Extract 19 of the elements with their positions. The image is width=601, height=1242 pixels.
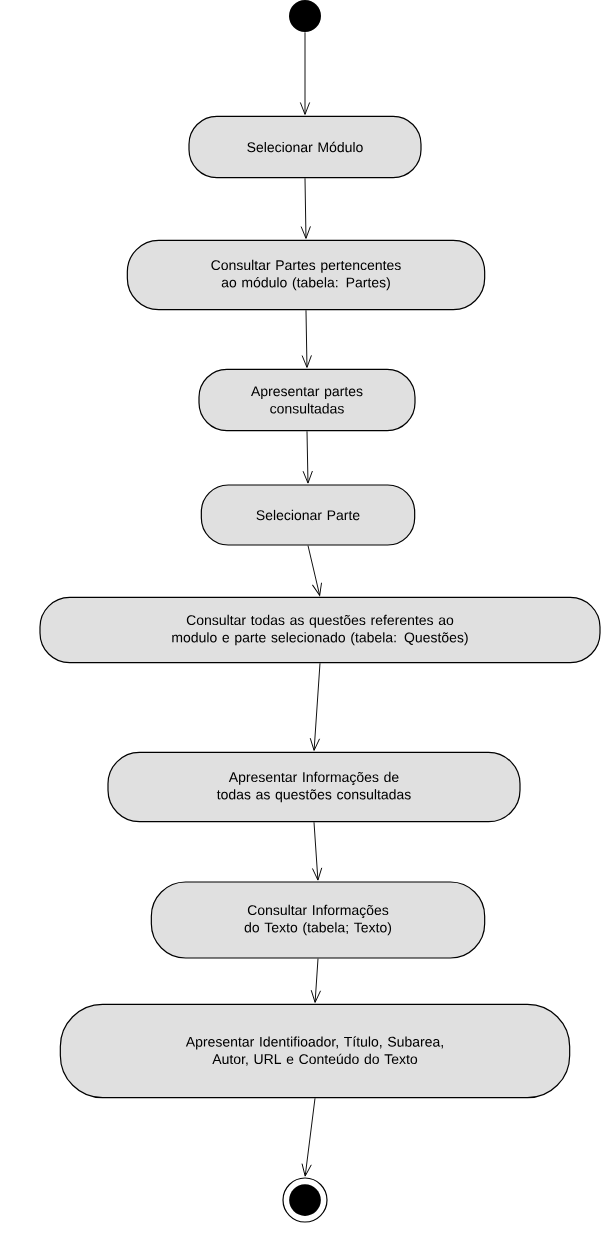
activity-box: Selecionar Módulo [188, 115, 422, 179]
arrow [312, 821, 323, 881]
arrow [301, 309, 312, 368]
end-node [282, 1177, 328, 1223]
start-node [289, 0, 321, 32]
activity-box: Apresentar partes consultadas [198, 368, 416, 432]
arrow [300, 177, 311, 239]
activity-box: Consultar Partes pertencentes ao módulo (tabela: Partes) [126, 239, 486, 311]
arrow [302, 430, 313, 484]
arrow [301, 1097, 316, 1177]
activity-box: Consultar todas as questões referentes ao modulo e parte selecionado (tabela: Questões) [39, 596, 601, 664]
activity-box: Selecionar Parte [200, 484, 416, 546]
arrow [309, 662, 321, 751]
arrow [299, 31, 311, 115]
arrow [310, 958, 321, 1003]
activity-box: Consultar Informações do Texto (tabela; Texto) [150, 881, 486, 959]
activity-box: Apresentar Identifioador, Título, Subarea, Autor, URL e Conteúdo do Texto [59, 1003, 571, 1099]
arrow [307, 545, 322, 596]
activity-box: Apresentar Informações de todas as questões consultadas [107, 751, 521, 823]
